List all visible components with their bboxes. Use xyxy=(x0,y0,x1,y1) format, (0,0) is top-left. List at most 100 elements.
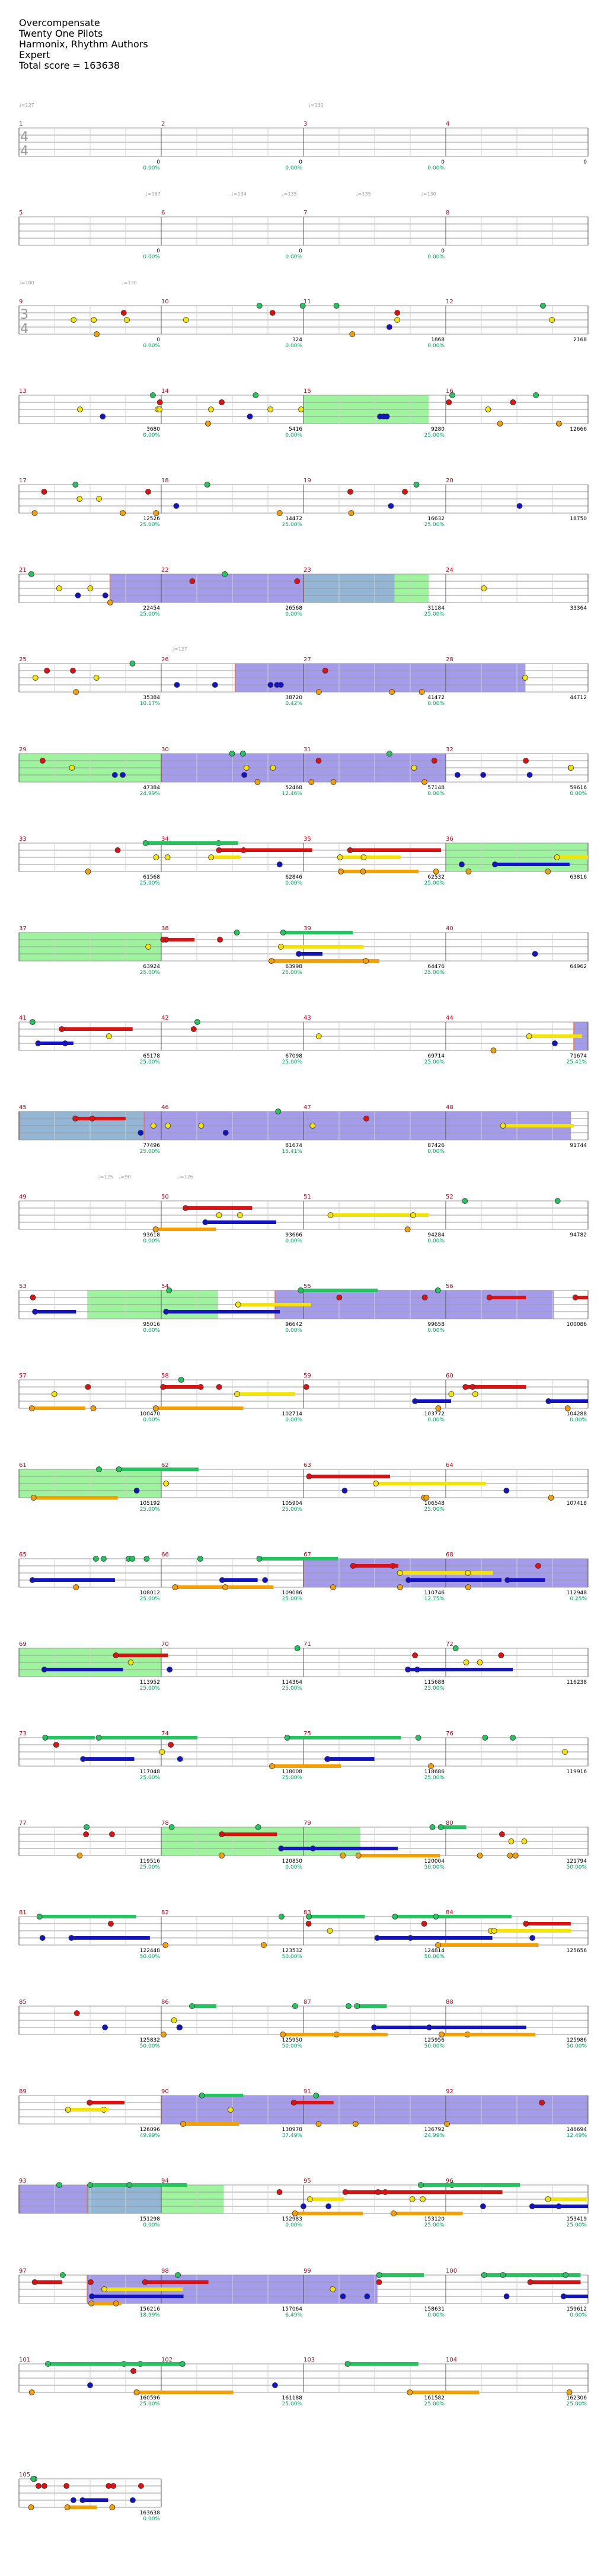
measure-number: 6 xyxy=(161,210,165,216)
measure-score: 99658 xyxy=(427,1322,445,1328)
note xyxy=(486,1295,493,1300)
sustain-note xyxy=(237,1392,295,1396)
note xyxy=(41,489,47,495)
sustain-note xyxy=(345,2190,437,2194)
measure-percent: 25.00% xyxy=(140,1775,161,1781)
measure-number: 2 xyxy=(161,121,165,127)
note xyxy=(298,1287,304,1293)
note xyxy=(84,1824,90,1830)
measure-score: 26568 xyxy=(285,605,302,611)
note xyxy=(142,2279,148,2285)
note xyxy=(116,1466,122,1472)
measure-score: 5416 xyxy=(289,427,302,432)
measure-number: 100 xyxy=(446,2268,457,2274)
note xyxy=(454,772,461,778)
measure-score: 0 xyxy=(441,248,445,254)
song-title: Overcompensate xyxy=(19,17,100,28)
measure-score: 125832 xyxy=(140,2037,160,2043)
sustain-note xyxy=(140,2362,181,2366)
measure-number: 3 xyxy=(304,121,307,127)
note xyxy=(142,840,149,846)
measure-number: 64 xyxy=(446,1462,453,1469)
note xyxy=(56,585,62,591)
tempo-marker: ♩=127 xyxy=(19,102,34,108)
note xyxy=(102,592,108,598)
note xyxy=(417,2182,424,2188)
measure-percent: 24.99% xyxy=(424,2133,445,2139)
note xyxy=(74,2010,80,2016)
note xyxy=(386,751,392,757)
time-signature-top: 4 xyxy=(20,130,28,145)
note xyxy=(523,1921,529,1927)
measure-percent: 0.00% xyxy=(427,701,445,707)
note xyxy=(315,2121,322,2127)
note xyxy=(217,937,223,943)
measure-number: 62 xyxy=(161,1462,169,1469)
measure-number: 38 xyxy=(161,925,169,932)
measure-percent: 25.00% xyxy=(282,1775,303,1781)
measure-number: 60 xyxy=(446,1373,453,1379)
note xyxy=(402,489,408,495)
sustain-note xyxy=(309,1475,391,1478)
note xyxy=(292,2210,298,2216)
note xyxy=(373,1481,379,1486)
note xyxy=(526,1033,532,1039)
measure-score: 163638 xyxy=(140,2510,161,2516)
note xyxy=(452,1645,459,1651)
measure-number: 77 xyxy=(19,1820,27,1827)
measure-percent: 0.00% xyxy=(143,2516,160,2522)
measure-number: 16 xyxy=(446,388,453,395)
measure-percent: 25.00% xyxy=(424,432,445,438)
note xyxy=(212,682,218,688)
note xyxy=(163,1309,170,1315)
note xyxy=(219,1853,225,1859)
measure-number: 5 xyxy=(19,210,23,216)
measure-score: 120850 xyxy=(282,1859,303,1864)
note xyxy=(153,854,159,860)
note xyxy=(433,1914,439,1920)
note xyxy=(463,1659,469,1665)
sustain-note xyxy=(92,2295,184,2298)
measure-percent: 0.00% xyxy=(570,2312,587,2318)
note xyxy=(472,1391,478,1397)
measure-percent: 0.00% xyxy=(570,1417,587,1423)
note xyxy=(284,1735,290,1741)
measure-percent: 25.00% xyxy=(140,1596,161,1602)
note xyxy=(418,689,425,695)
measure-score: 124814 xyxy=(424,1948,445,1954)
note xyxy=(465,869,472,874)
measure-percent: 0.00% xyxy=(143,343,160,349)
sustain-note xyxy=(377,1936,493,1940)
note xyxy=(462,1198,468,1204)
note xyxy=(28,2504,34,2510)
measure-number: 74 xyxy=(161,1731,169,1737)
note xyxy=(477,1853,483,1859)
note xyxy=(32,1309,39,1315)
note xyxy=(549,317,555,323)
measure-number: 55 xyxy=(304,1283,311,1290)
note xyxy=(346,2003,352,2009)
sustain-note xyxy=(45,1736,95,1739)
measure-score: 77496 xyxy=(143,1143,160,1149)
note xyxy=(344,2361,351,2367)
note xyxy=(120,772,126,778)
note xyxy=(278,1846,285,1851)
tempo-marker: ♩=130 xyxy=(421,191,436,197)
note xyxy=(256,1556,263,1562)
measure-percent: 25.00% xyxy=(567,2401,587,2407)
note xyxy=(431,758,437,764)
note xyxy=(330,2286,336,2292)
measure-score: 33364 xyxy=(570,605,587,611)
note xyxy=(216,847,222,853)
sustain-note xyxy=(408,1578,502,1582)
note xyxy=(462,1384,469,1390)
note xyxy=(229,751,235,757)
time-signature-top: 3 xyxy=(20,307,28,322)
measure-number: 22 xyxy=(161,567,169,573)
measure-number: 61 xyxy=(19,1462,27,1469)
measure-score: 12666 xyxy=(570,427,587,432)
measure-score: 117048 xyxy=(140,1769,161,1775)
measure-number: 52 xyxy=(446,1194,453,1200)
sustain-note xyxy=(299,952,323,956)
note xyxy=(330,1584,336,1590)
